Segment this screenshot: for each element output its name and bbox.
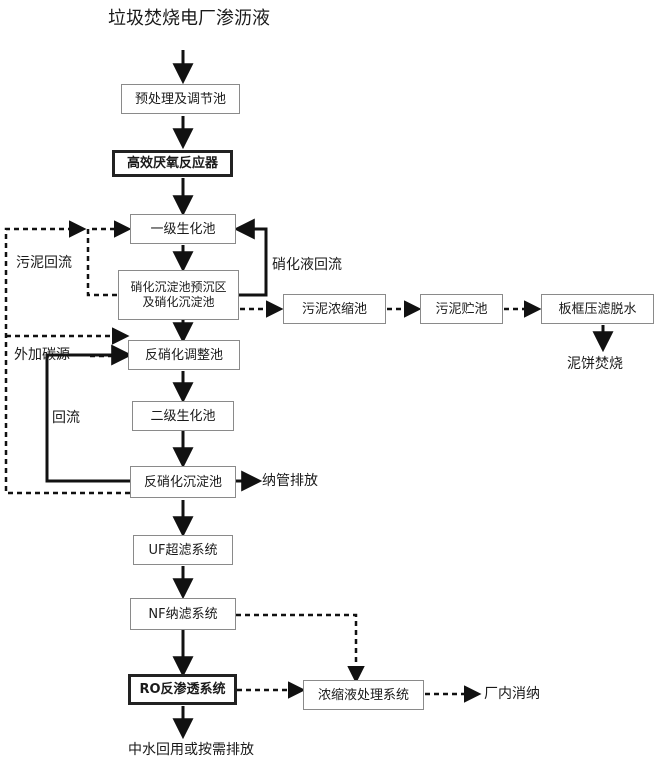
node-bio1: 一级生化池 <box>130 214 236 244</box>
diagram-title: 垃圾焚烧电厂渗沥液 <box>108 8 270 29</box>
node-press: 板框压滤脱水 <box>541 294 654 324</box>
node-concentrate-label: 浓缩液处理系统 <box>317 687 409 703</box>
node-uf-label: UF超滤系统 <box>148 542 218 558</box>
node-bio2: 二级生化池 <box>132 401 234 431</box>
node-pretreat: 预处理及调节池 <box>121 84 240 114</box>
node-sludge-thicken: 污泥浓缩池 <box>283 294 386 324</box>
node-ro-label: RO反渗透系统 <box>139 682 226 697</box>
node-pretreat-label: 预处理及调节池 <box>134 91 226 107</box>
arrow-nitrate-return <box>233 218 268 297</box>
node-anaerobic-label: 高效厌氧反应器 <box>126 156 218 171</box>
label-reflux: 回流 <box>52 410 80 426</box>
node-nf-label: NF纳滤系统 <box>148 606 218 622</box>
node-sludge-store-label: 污泥贮池 <box>435 301 488 317</box>
node-denitrify-settle: 反硝化沉淀池 <box>130 466 236 498</box>
node-denitrify-settle-label: 反硝化沉淀池 <box>143 474 222 490</box>
label-sludge-return: 污泥回流 <box>16 255 72 271</box>
label-plant-consumption: 厂内消纳 <box>484 686 540 702</box>
label-cake-incineration: 泥饼焚烧 <box>567 356 623 372</box>
node-concentrate: 浓缩液处理系统 <box>303 680 424 710</box>
label-carbon-source: 外加碳源 <box>14 347 70 363</box>
node-uf: UF超滤系统 <box>133 535 233 565</box>
node-bio2-label: 二级生化池 <box>150 408 216 424</box>
label-sewer: 纳管排放 <box>262 473 318 489</box>
node-nitrify-label: 硝化沉淀池预沉区 及硝化沉淀池 <box>130 280 227 309</box>
node-press-label: 板框压滤脱水 <box>558 301 637 317</box>
label-reuse: 中水回用或按需排放 <box>128 742 254 758</box>
node-denitrify-adjust: 反硝化调整池 <box>128 340 240 370</box>
arrow-sludge-return-outer <box>4 220 130 495</box>
node-anaerobic: 高效厌氧反应器 <box>112 150 233 177</box>
node-ro: RO反渗透系统 <box>128 674 237 705</box>
node-bio1-label: 一级生化池 <box>150 221 216 237</box>
label-nitrate-return: 硝化液回流 <box>272 257 342 273</box>
node-nf: NF纳滤系统 <box>130 598 236 630</box>
node-sludge-thicken-label: 污泥浓缩池 <box>301 301 367 317</box>
node-denitrify-adjust-label: 反硝化调整池 <box>144 347 223 363</box>
node-sludge-store: 污泥贮池 <box>420 294 503 324</box>
arrow-nf-to-concentrate <box>236 613 365 684</box>
arrow-reflux <box>45 344 133 483</box>
node-nitrify: 硝化沉淀池预沉区 及硝化沉淀池 <box>118 270 239 320</box>
